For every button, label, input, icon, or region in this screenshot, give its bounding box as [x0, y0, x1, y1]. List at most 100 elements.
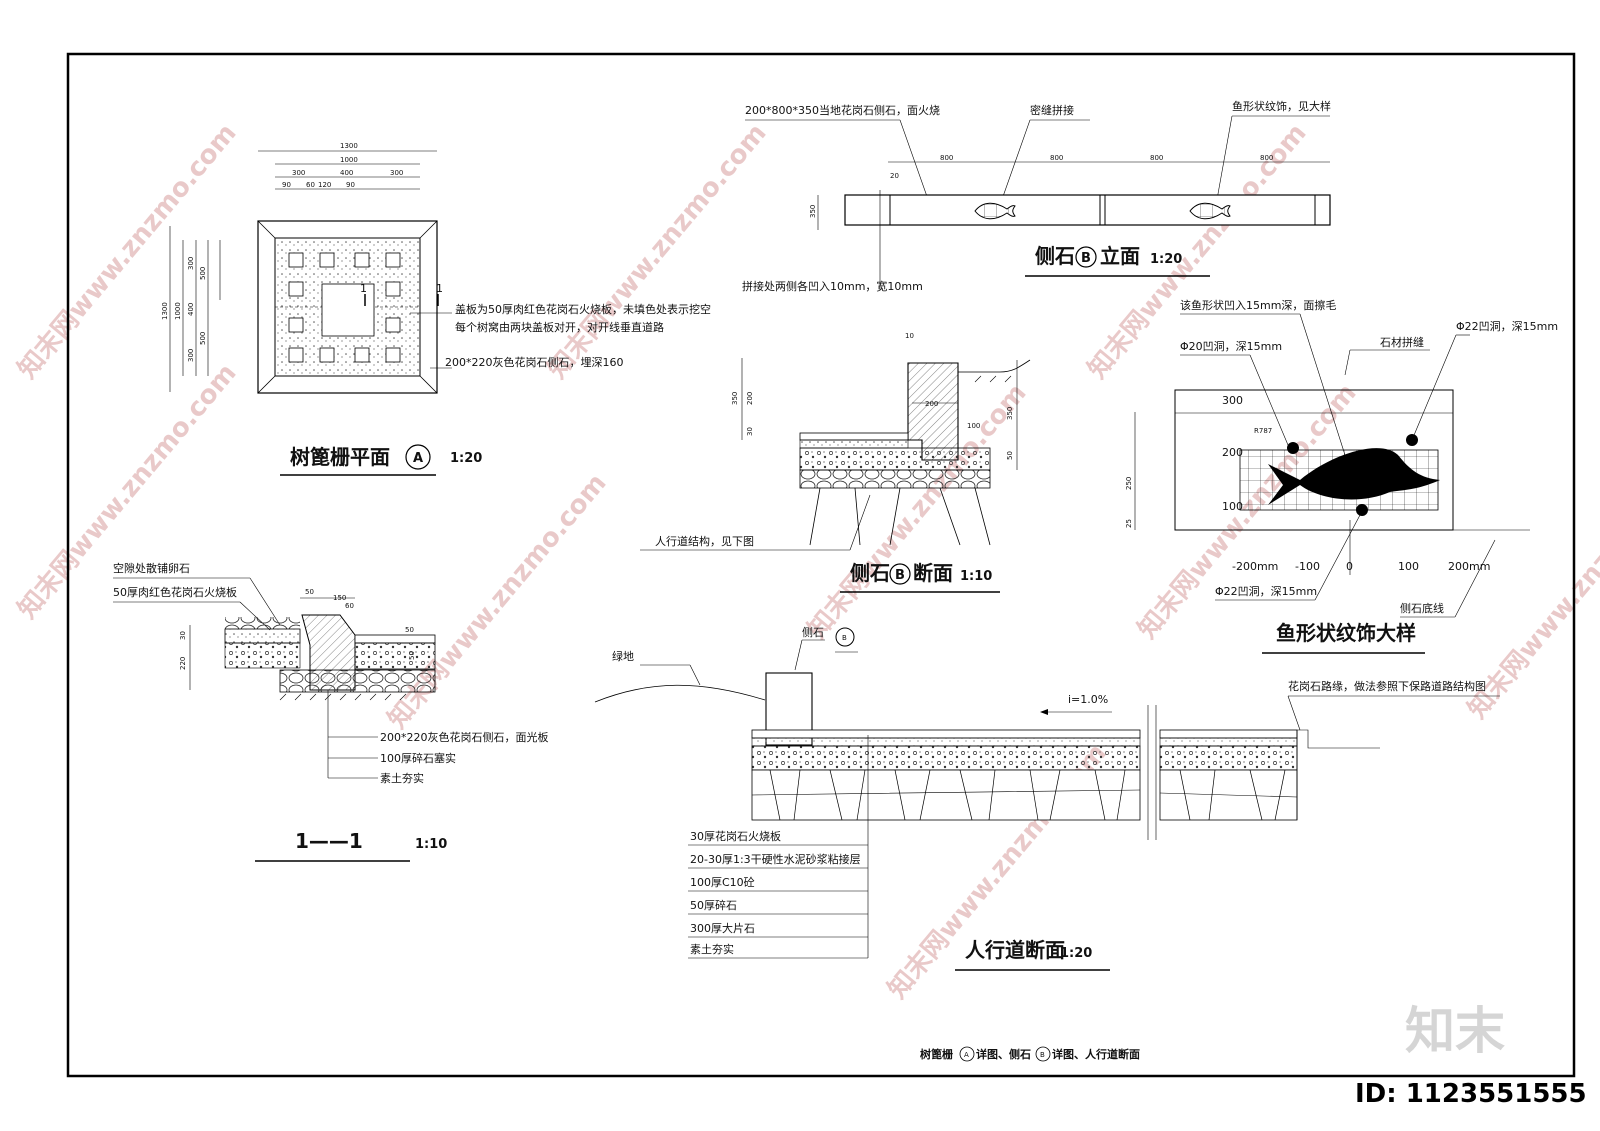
elev-dim-4: 800: [1260, 154, 1273, 162]
sw-scale: 1:20: [1060, 946, 1092, 961]
sw-layer-4: 50厚碎石: [690, 898, 737, 912]
fish-ytick-3: 100: [1222, 500, 1243, 513]
fish-ytick-2: 200: [1222, 446, 1243, 459]
plan-a-vdim-7: 500: [199, 332, 207, 345]
fish-xtick-4: 100: [1398, 560, 1419, 573]
elev-dim-3: 800: [1150, 154, 1163, 162]
sw-layer-1: 30厚花岗石火烧板: [690, 829, 781, 843]
sb-dim-2: 350: [731, 392, 739, 405]
elev-dim-6: 350: [809, 205, 817, 218]
sw-curb-tag: B: [842, 634, 847, 642]
s11-note-top-1: 空隙处散铺卵石: [113, 561, 190, 575]
elev-note-top-right: 鱼形状纹饰，见大样: [1232, 99, 1331, 113]
sw-layer-6: 素土夯实: [690, 942, 734, 956]
section-mark-left: 1: [360, 282, 367, 295]
fish-ytick-1: 300: [1222, 394, 1243, 407]
plan-a-dim-3: 300: [292, 169, 305, 177]
elev-dim-1: 800: [940, 154, 953, 162]
plan-a-vdim-4: 400: [187, 303, 195, 316]
fish-note-6: 侧石底线: [1400, 601, 1444, 615]
plan-a-dim-8: 90: [346, 181, 355, 189]
sw-label-curb: 侧石: [802, 626, 824, 639]
sb-dim-7: 350: [1006, 407, 1014, 420]
fish-note-5: Φ22凹洞，深15mm: [1215, 585, 1317, 598]
s11-dim-4: 50: [405, 626, 414, 634]
plan-a-title: 树篦栅平面: [290, 445, 390, 469]
section-1-1: 空隙处散铺卵石 50厚肉红色花岗石火烧板 50 150 60 50 220 30…: [113, 561, 549, 862]
footer-caption: 树篦栅 A 详图、侧石 B 详图、人行道断面: [920, 1046, 1140, 1062]
plan-a-dim-6: 90: [282, 181, 291, 189]
fish-note-1: 该鱼形状凹入15mm深，面擦毛: [1180, 298, 1336, 312]
plan-a-note-3: 200*220灰色花岗石侧石，埋深160: [445, 355, 624, 369]
fish-xtick-3: 0: [1346, 560, 1353, 573]
plan-a-dim-7: 120: [318, 181, 331, 189]
plan-a-tag: A: [413, 451, 423, 466]
section-b: 10 350 200 30 200 100 350 50 人行道结构，见下图 侧…: [640, 332, 1031, 593]
watermark-text-2: 知末网www.znzmo.com: [12, 358, 242, 624]
sb-dim-6: 100: [967, 422, 980, 430]
footer-tag-a: A: [964, 1051, 969, 1059]
sb-title: 侧石: [850, 561, 890, 585]
watermark-logo: 知末: [1405, 1002, 1505, 1060]
sb-note: 人行道结构，见下图: [655, 534, 754, 548]
sw-layer-3: 100厚C10砼: [690, 876, 755, 889]
s11-dim-1: 50: [305, 588, 314, 596]
footer-post: 详图、人行道断面: [1052, 1047, 1140, 1061]
sb-tag: B: [895, 568, 905, 583]
s11-dim-5: 220: [179, 657, 187, 670]
fish-xtick-1: -200mm: [1232, 560, 1278, 573]
sb-dim-8: 50: [1006, 451, 1014, 460]
fish-title: 鱼形状纹饰大样: [1276, 621, 1416, 645]
plan-a-vdim-6: 500: [199, 267, 207, 280]
plan-a-vdim-5: 300: [187, 349, 195, 362]
plan-a-dim-1: 1300: [340, 142, 358, 150]
s11-dim-3: 60: [345, 602, 354, 610]
sw-note-right: 花岗石路缘，做法参照下保路道路结构图: [1288, 679, 1486, 693]
fish-note-3: 石材拼缝: [1380, 335, 1424, 349]
fish-note-4: Φ22凹洞，深15mm: [1456, 320, 1558, 333]
sb-scale: 1:10: [960, 569, 992, 584]
elev-dim-5: 20: [890, 172, 899, 180]
elev-suffix: 立面: [1100, 244, 1140, 268]
plan-a-vdim-1: 1300: [161, 302, 169, 320]
fish-note-2: Φ20凹洞，深15mm: [1180, 340, 1282, 353]
fish-detail: 该鱼形状凹入15mm深，面擦毛 Φ20凹洞，深15mm 石材拼缝 Φ22凹洞，深…: [1125, 298, 1558, 654]
plan-a-note-1: 盖板为50厚肉红色花岗石火烧板，未填色处表示挖空: [455, 302, 711, 316]
elev-note-bottom: 拼接处两侧各凹入10mm，宽10mm: [742, 279, 923, 293]
elev-dim-2: 800: [1050, 154, 1063, 162]
s11-note-bottom-1: 200*220灰色花岗石侧石，面光板: [380, 730, 549, 744]
elev-note-top-mid: 密缝拼接: [1030, 103, 1074, 117]
footer-pre: 树篦栅: [920, 1047, 953, 1061]
sb-dim-1: 10: [905, 332, 914, 340]
sw-label-green: 绿地: [612, 649, 634, 663]
s11-title: 1——1: [295, 829, 363, 853]
watermark-text-7: 知末网www.znzmo.com: [1132, 378, 1362, 644]
s11-note-top-2: 50厚肉红色花岗石火烧板: [113, 585, 237, 599]
sw-layer-5: 300厚大片石: [690, 921, 755, 935]
sw-layer-2: 20-30厚1:3干硬性水泥砂浆粘接层: [690, 852, 861, 866]
fish-xtick-2: -100: [1295, 560, 1320, 573]
section-mark-right: 1: [436, 282, 443, 295]
s11-scale: 1:10: [415, 837, 447, 852]
elev-tag: B: [1081, 251, 1091, 266]
fish-sdim-1: 250: [1125, 477, 1133, 490]
fish-sdim-2: 25: [1125, 519, 1133, 528]
sw-title: 人行道断面: [965, 938, 1065, 962]
s11-note-bottom-3: 素土夯实: [380, 771, 424, 785]
s11-dim-6: 30: [179, 631, 187, 640]
plan-a-vdim-3: 300: [187, 257, 195, 270]
plan-a-dim-9: 60: [306, 181, 315, 189]
watermark-text-4: 知末网www.znzmo.com: [382, 468, 612, 734]
sb-dim-4: 30: [746, 427, 754, 436]
elevation-b: 200*800*350当地花岗石侧石，面火烧 密缝拼接 鱼形状纹饰，见大样 80…: [742, 99, 1331, 293]
sidewalk-section: 绿地 侧石 B i=1.0% 花岗石路缘，做法参照下保路道路结构图: [594, 626, 1500, 971]
grate-openings: [288, 252, 401, 363]
plan-a-dim-2: 1000: [340, 156, 358, 164]
elev-scale: 1:20: [1150, 252, 1182, 267]
watermark-text-3: 知末网www.znzmo.com: [542, 118, 772, 384]
sb-suffix: 断面: [913, 561, 953, 585]
sheet-border: [66, 52, 1576, 1078]
plan-a-vdim-2: 1000: [174, 302, 182, 320]
